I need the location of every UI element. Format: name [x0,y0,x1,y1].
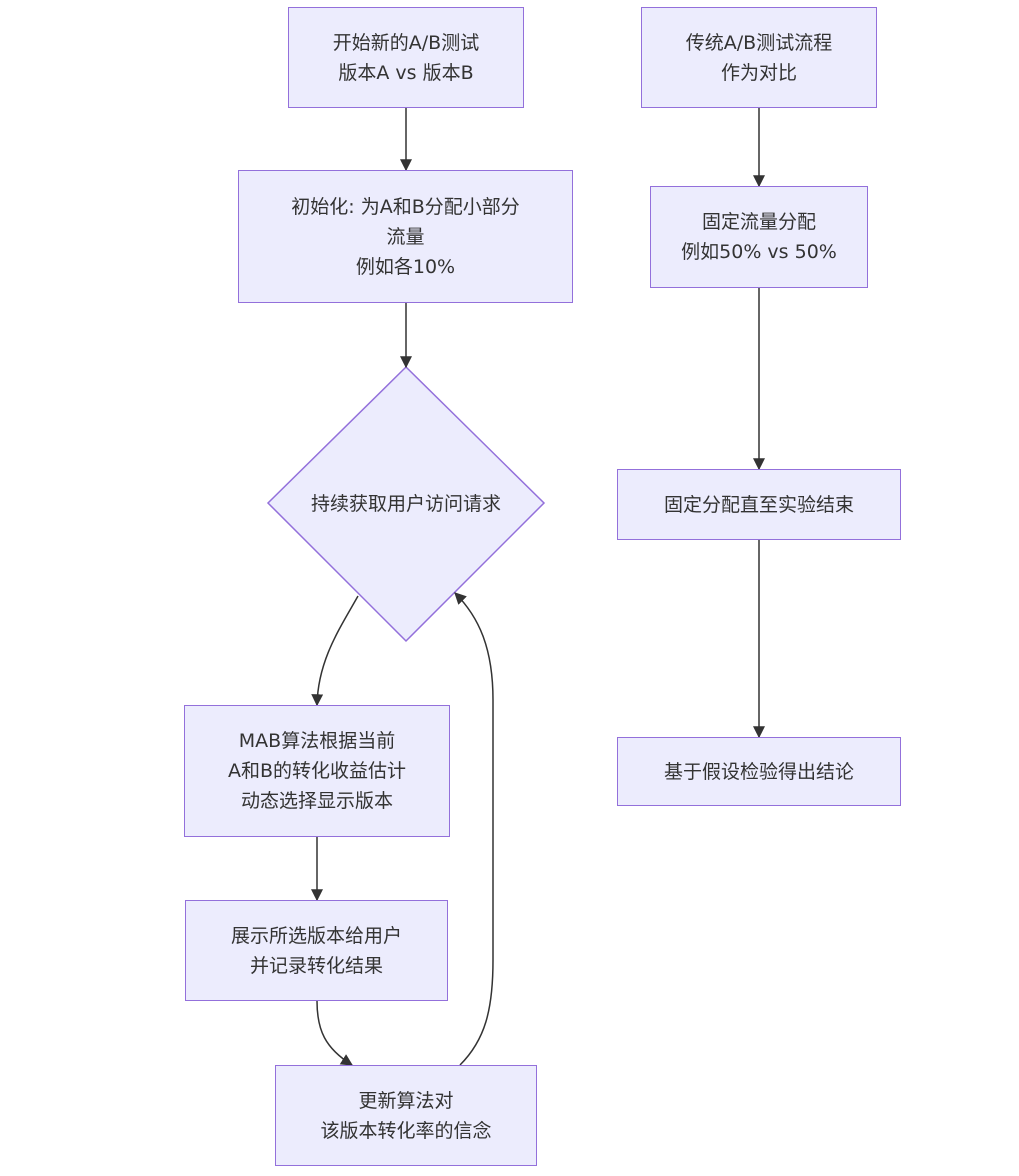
node-show-text: 展示所选版本给用户 并记录转化结果 [231,921,402,981]
node-start: 开始新的A/B测试 版本A vs 版本B [288,7,524,108]
node-trad: 传统A/B测试流程 作为对比 [641,7,877,108]
node-update-line: 该版本转化率的信念 [320,1119,492,1142]
node-mab: MAB算法根据当前 A和B的转化收益估计 动态选择显示版本 [184,705,450,837]
node-trad-line: 作为对比 [720,61,797,84]
node-conclude-line: 基于假设检验得出结论 [663,760,854,783]
edge-update-to-decision [454,592,494,1066]
node-conclude: 基于假设检验得出结论 [617,737,901,806]
node-trad-text: 传统A/B测试流程 作为对比 [686,28,832,88]
decision-diamond-shape [266,365,546,643]
node-mab-line: A和B的转化收益估计 [227,760,407,782]
node-until-text: 固定分配直至实验结束 [664,490,854,520]
node-init-text: 初始化: 为A和B分配小部分 流量 例如各10% [291,192,519,282]
node-fixed-line: 固定流量分配 [701,211,816,233]
node-show: 展示所选版本给用户 并记录转化结果 [185,900,448,1001]
node-start-line: 开始新的A/B测试 [332,31,480,54]
node-show-line: 展示所选版本给用户 [230,924,402,947]
node-update-text: 更新算法对 该版本转化率的信念 [320,1086,491,1146]
node-mab-line: MAB算法根据当前 [238,730,396,752]
node-start-line: 版本A vs 版本B [338,61,474,84]
node-show-line: 并记录转化结果 [249,954,383,977]
node-update-line: 更新算法对 [358,1089,454,1112]
node-mab-text: MAB算法根据当前 A和B的转化收益估计 动态选择显示版本 [228,726,406,816]
node-init-line: 流量 [386,225,425,248]
node-decision-line: 持续获取用户访问请求 [310,493,501,515]
node-until: 固定分配直至实验结束 [617,469,901,540]
node-init-line: 例如各10% [355,255,456,278]
node-init-line: 初始化: 为A和B分配小部分 [291,195,520,218]
node-update: 更新算法对 该版本转化率的信念 [275,1065,537,1166]
node-fixed-text: 固定流量分配 例如50% vs 50% [681,207,837,267]
edge-decision-to-mab [311,595,359,707]
node-conclude-text: 基于假设检验得出结论 [664,757,854,787]
node-start-text: 开始新的A/B测试 版本A vs 版本B [333,28,479,88]
edge-show-to-update [316,1000,354,1066]
node-mab-line: 动态选择显示版本 [240,790,393,812]
node-until-line: 固定分配直至实验结束 [663,493,854,516]
node-decision: 持续获取用户访问请求 [268,367,544,641]
node-trad-line: 传统A/B测试流程 [685,31,833,54]
node-fixed: 固定流量分配 例如50% vs 50% [650,186,868,288]
node-init: 初始化: 为A和B分配小部分 流量 例如各10% [238,170,573,303]
node-fixed-line: 例如50% vs 50% [681,241,837,263]
